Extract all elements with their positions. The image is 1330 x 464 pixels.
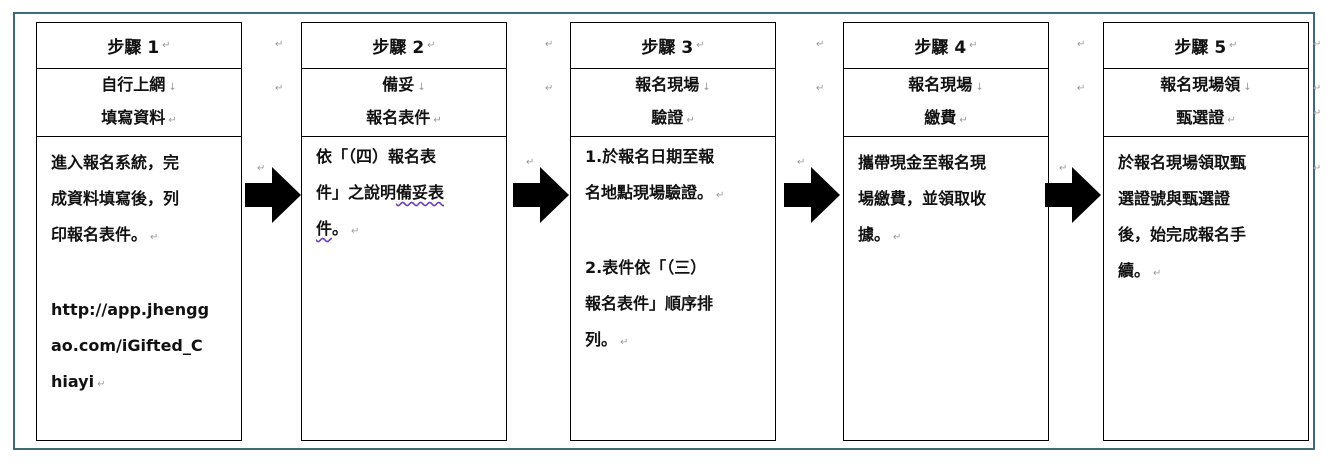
paragraph-mark: ↵ <box>1059 163 1068 174</box>
step-subtitle: 報名現場↓ 驗證↵ <box>571 69 775 137</box>
paragraph-mark: ↵ <box>1077 39 1086 50</box>
step-description: 於報名現場領取甄 選證號與甄選證 後，始完成報名手 續。↵ <box>1118 153 1247 280</box>
arrow-right-icon <box>784 167 840 223</box>
paragraph-mark: ↵ <box>1077 83 1086 94</box>
arrow-right-icon <box>513 167 569 223</box>
step-2-box: 步驟 2↵ 備妥↓ 報名表件↵ 依「（四）報名表 件」之說明備妥表 件。↵ <box>301 22 507 441</box>
step-subtitle: 備妥↓ 報名表件↵ <box>302 69 506 137</box>
paragraph-mark: ↵ <box>275 83 284 94</box>
step-5-box: 步驟 5↵ 報名現場領↓ 甄選證↵ 於報名現場領取甄 選證號與甄選證 後，始完成… <box>1103 22 1309 441</box>
spellcheck-underline: 件 <box>316 219 333 238</box>
step-description: 依「（四）報名表 件」之說明備妥表 件。↵ <box>316 147 445 238</box>
paragraph-mark: ↵ <box>275 39 284 50</box>
step-3-box: 步驟 3↵ 報名現場↓ 驗證↵ 1.於報名日期至報 名地點現場驗證。↵ 2.表件… <box>570 22 776 441</box>
registration-url[interactable]: ao.com/iGifted_C <box>51 336 203 355</box>
arrow-right-icon <box>245 167 301 223</box>
paragraph-mark: ↵ <box>1313 163 1322 174</box>
registration-url[interactable]: hiayi↵ <box>51 372 106 391</box>
step-description: 攜帶現金至報名現 場繳費，並領取收 據。↵ <box>858 153 987 244</box>
step-title: 步驟 1↵ <box>37 23 241 69</box>
paragraph-mark: ↵ <box>1313 83 1322 94</box>
step-subtitle: 自行上網↓ 填寫資料↵ <box>37 69 241 137</box>
step-title: 步驟 5↵ <box>1104 23 1308 69</box>
step-title: 步驟 3↵ <box>571 23 775 69</box>
arrow-right-icon <box>1045 167 1101 223</box>
paragraph-mark: ↵ <box>1313 108 1322 119</box>
spellcheck-underline: 備妥表 <box>396 183 445 202</box>
step-title: 步驟 4↵ <box>844 23 1048 69</box>
step-title: 步驟 2↵ <box>302 23 506 69</box>
paragraph-mark: ↵ <box>257 163 266 174</box>
paragraph-mark: ↵ <box>1313 39 1322 50</box>
step-subtitle: 報名現場領↓ 甄選證↵ <box>1104 69 1308 137</box>
step-description: 1.於報名日期至報 名地點現場驗證。↵ 2.表件依「（三） 報名表件」順序排 列… <box>585 147 725 349</box>
paragraph-mark: ↵ <box>816 83 825 94</box>
paragraph-mark: ↵ <box>545 83 554 94</box>
step-4-box: 步驟 4↵ 報名現場↓ 繳費↵ 攜帶現金至報名現 場繳費，並領取收 據。↵ <box>843 22 1049 441</box>
step-1-box: 步驟 1↵ 自行上網↓ 填寫資料↵ 進入報名系統，完 成資料填寫後，列 印報名表… <box>36 22 242 441</box>
paragraph-mark: ↵ <box>797 157 806 168</box>
document-frame <box>13 12 1315 450</box>
paragraph-mark: ↵ <box>526 157 535 168</box>
registration-url[interactable]: http://app.jhengg <box>51 300 210 319</box>
step-subtitle: 報名現場↓ 繳費↵ <box>844 69 1048 137</box>
step-description: 進入報名系統，完 成資料填寫後，列 印報名表件。↵ http://app.jhe… <box>37 137 241 403</box>
paragraph-mark: ↵ <box>545 39 554 50</box>
paragraph-mark: ↵ <box>816 39 825 50</box>
